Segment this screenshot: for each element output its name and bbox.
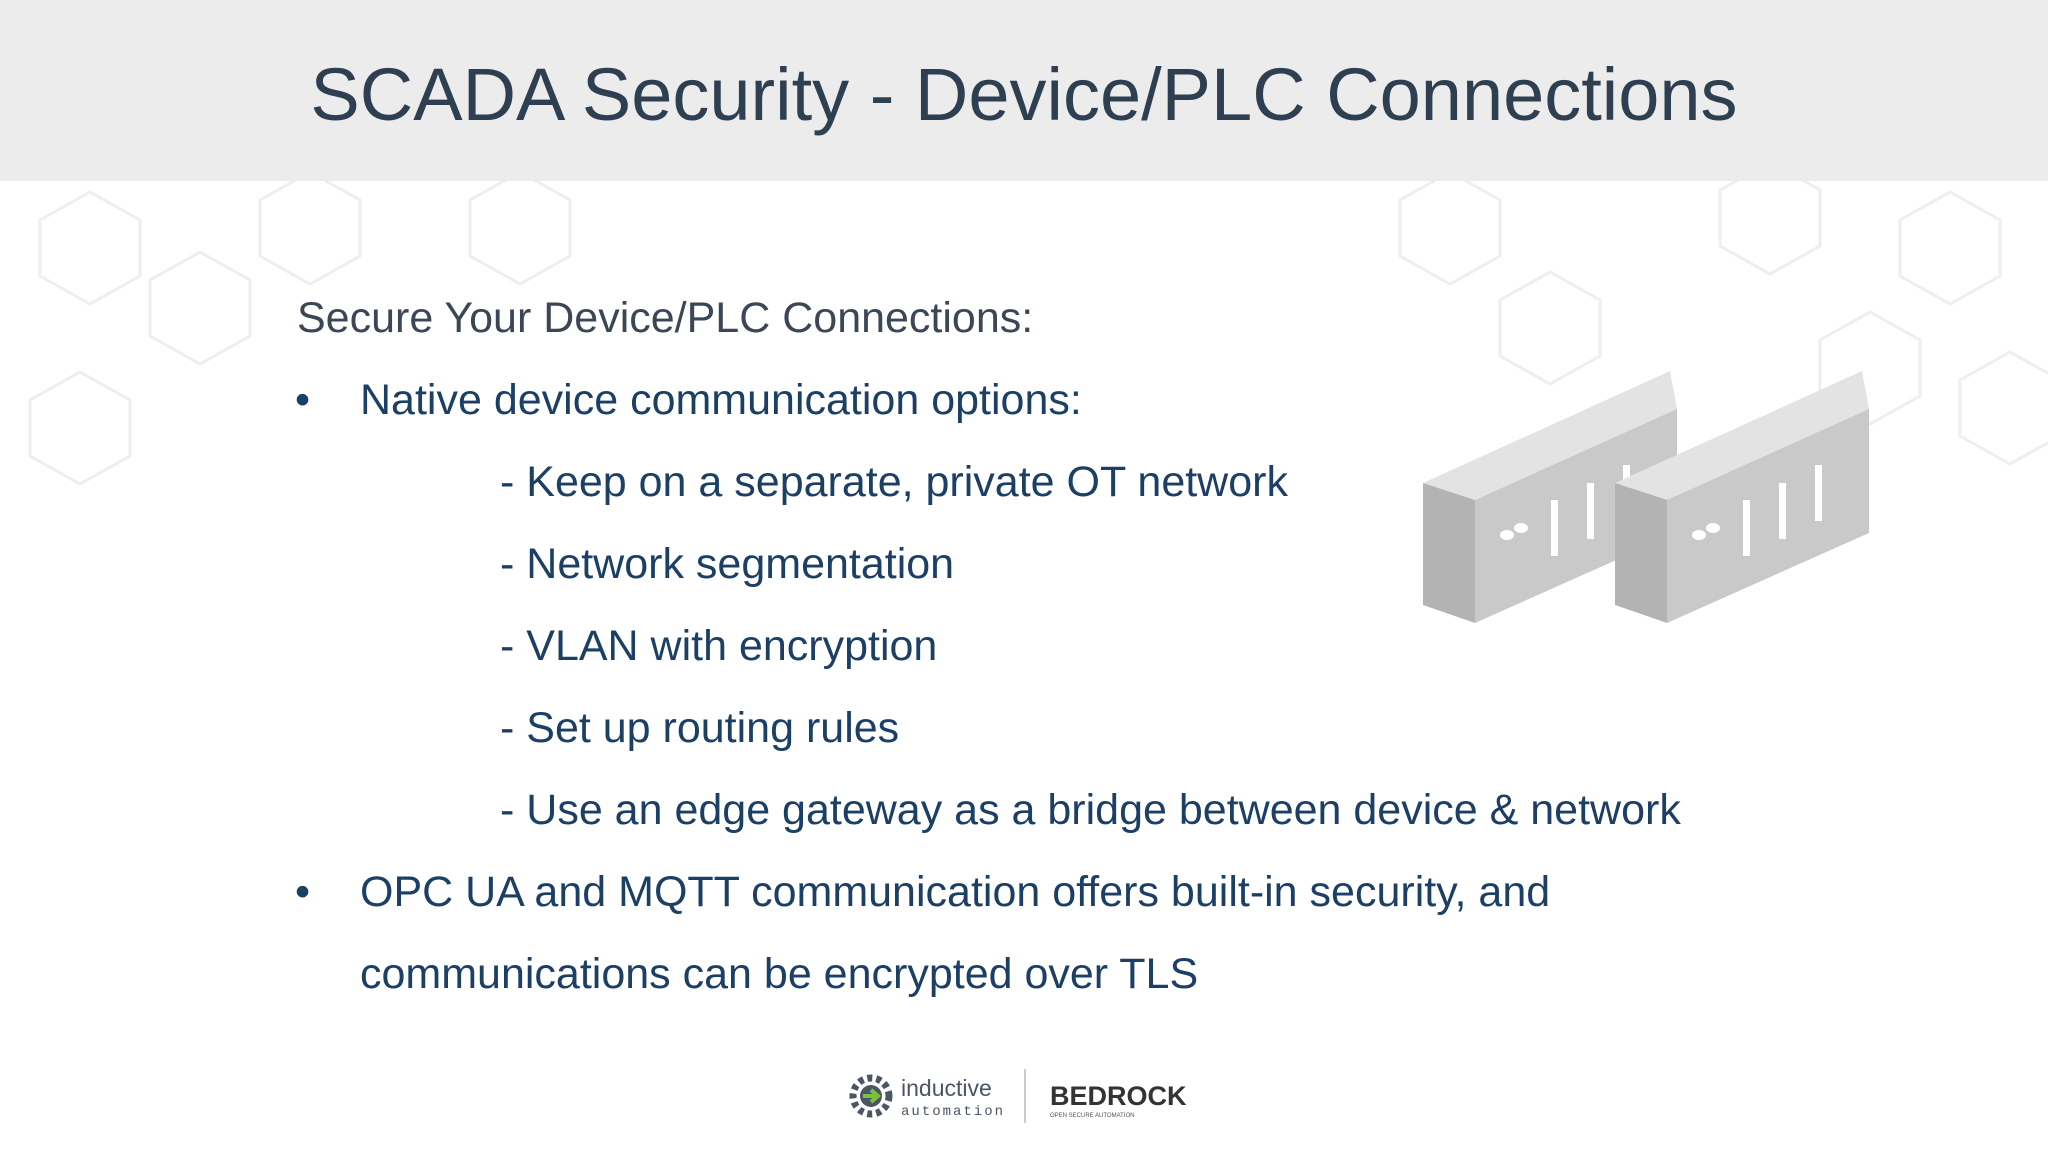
inductive-automation-logo: inductive automation bbox=[849, 1074, 1005, 1120]
inductive-logo-text: inductive bbox=[901, 1075, 992, 1101]
bullet-opc-mqtt-line1: OPC UA and MQTT communication offers bui… bbox=[360, 868, 1551, 916]
title-bar bbox=[0, 0, 2048, 181]
intro-text: Secure Your Device/PLC Connections: bbox=[297, 294, 1034, 342]
bedrock-tagline: OPEN SECURE AUTOMATION bbox=[1050, 1113, 1134, 1119]
plc-device-right bbox=[1615, 371, 1869, 623]
automation-logo-text: automation bbox=[901, 1104, 1005, 1120]
sub-item-edge-gateway: - Use an edge gateway as a bridge betwee… bbox=[500, 786, 1681, 834]
plc-device-left bbox=[1423, 371, 1677, 623]
sub-item-vlan: - VLAN with encryption bbox=[500, 622, 938, 670]
bedrock-logo: BEDROCK OPEN SECURE AUTOMATION bbox=[1050, 1081, 1187, 1119]
hexagon-pattern-background bbox=[28, 180, 2048, 486]
bullet-marker: • bbox=[295, 868, 311, 916]
slide-title: SCADA Security - Device/PLC Connections bbox=[310, 53, 1738, 136]
bullet-opc-mqtt-line2: communications can be encrypted over TLS bbox=[360, 950, 1199, 998]
bedrock-logo-text: BEDROCK bbox=[1050, 1081, 1187, 1111]
plc-devices-icon bbox=[1423, 371, 1869, 623]
sub-item-segmentation: - Network segmentation bbox=[500, 540, 955, 588]
bullet-native-options: Native device communication options: bbox=[360, 376, 1082, 424]
bullet-marker: • bbox=[295, 376, 311, 424]
sub-item-routing: - Set up routing rules bbox=[500, 704, 900, 752]
footer-logos: inductive automation BEDROCK OPEN SECURE… bbox=[849, 1069, 1187, 1123]
sub-item-private-network: - Keep on a separate, private OT network bbox=[500, 458, 1288, 506]
